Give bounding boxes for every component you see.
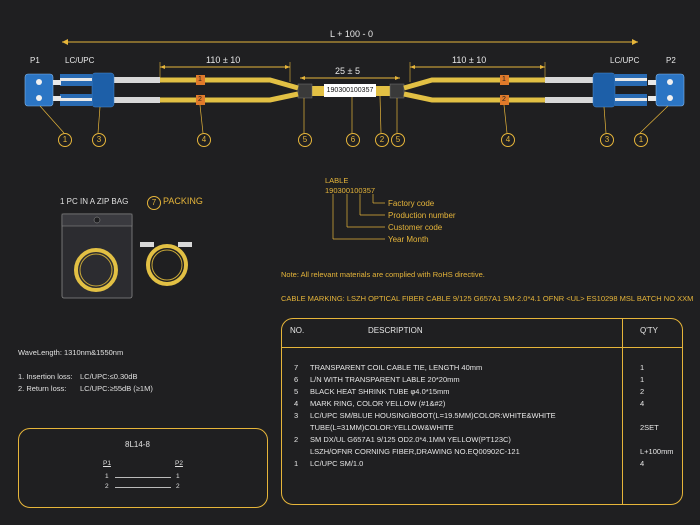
mark-ring-2-right: 2 [502, 96, 506, 103]
wiring-line-2 [115, 487, 171, 488]
bom-row-desc: BLACK HEAT SHRINK TUBE φ4.0*15mm [310, 387, 450, 396]
bom-row-desc: TRANSPARENT COIL CABLE TIE, LENGTH 40mm [310, 363, 483, 372]
insertion-loss-label: 1. Insertion loss: [18, 372, 73, 381]
wiring-line-1 [115, 477, 171, 478]
right-breakout-dimension: 110 ± 10 [452, 55, 487, 65]
bom-row-no: 5 [294, 387, 299, 396]
bom-row-no: 6 [294, 375, 299, 384]
callout-4-left: 4 [197, 133, 211, 147]
mark-ring-1: 1 [198, 76, 202, 83]
bom-row-desc: LC/UPC SM/BLUE HOUSING/BOOT(L=19.5MM)COL… [310, 411, 556, 420]
zip-bag-text: 1 PC IN A ZIP BAG [60, 197, 129, 206]
bom-row-qty: 2SET [640, 423, 659, 432]
wiring-title: 8L14-8 [125, 440, 150, 449]
label-legend-leaders [332, 194, 385, 240]
bom-row-desc: LSZH/OFNR CORNING FIBER,DRAWING NO.EQ009… [310, 447, 520, 456]
bom-row-desc: TUBE(L=31MM)COLOR:YELLOW&WHITE [310, 423, 454, 432]
legend-year-month: Year Month [388, 235, 429, 244]
bom-row-no: 2 [294, 435, 299, 444]
label-legend-title: LABLE [325, 176, 349, 185]
bom-row-qty: L+100mm [640, 447, 674, 456]
bom-row-no: 3 [294, 411, 299, 420]
wiring-row-2-left: 2 [105, 483, 109, 490]
callout-2: 2 [375, 133, 389, 147]
wiring-row-1-right: 1 [176, 473, 180, 480]
insertion-loss-value: LC/UPC:≤0.30dB [80, 372, 138, 381]
cable-marking: CABLE MARKING: LSZH OPTICAL FIBER CABLE … [281, 294, 694, 303]
p2-label: P2 [666, 56, 676, 65]
wiring-row-1-left: 1 [105, 473, 109, 480]
p1-label: P1 [30, 56, 40, 65]
wavelength-spec: WaveLength: 1310nm&1550nm [18, 348, 124, 357]
rohs-note: Note: All relevant materials are complie… [281, 270, 485, 279]
bom-row-no: 4 [294, 399, 299, 408]
p2-connector-label: LC/UPC [610, 56, 640, 65]
return-loss-label: 2. Return loss: [18, 384, 67, 393]
packing-illustration [61, 213, 192, 299]
bom-row-qty: 2 [640, 387, 645, 396]
bom-header-qty: Q'TY [640, 326, 658, 335]
callout-1-left: 1 [58, 133, 72, 147]
bom-row-desc: LC/UPC SM/1.0 [310, 459, 364, 468]
label-legend-code: 190300100357 [325, 186, 376, 195]
packing-title: PACKING [163, 196, 203, 206]
center-dimension: 25 ± 5 [335, 66, 360, 76]
callout-5-right: 5 [391, 133, 405, 147]
bom-row-desc: MARK RING, COLOR YELLOW (#1&#2) [310, 399, 446, 408]
bom-table: NO. DESCRIPTION Q'TY 7 TRANSPARENT COIL … [281, 318, 683, 505]
left-breakout-dimension: 110 ± 10 [206, 55, 241, 65]
callout-3-right: 3 [600, 133, 614, 147]
wiring-row-2-right: 2 [176, 483, 180, 490]
bom-header-no: NO. [290, 326, 305, 335]
mark-ring-2: 2 [198, 96, 202, 103]
cable-id-label: 190300100357 [324, 84, 376, 97]
bom-row-qty: 1 [640, 375, 645, 384]
bom-header-divider [282, 347, 682, 348]
legend-production-number: Production number [388, 211, 456, 220]
return-loss-value: LC/UPC:≥55dB (≥1M) [80, 384, 153, 393]
wiring-p1: P1 [103, 460, 111, 467]
legend-customer-code: Customer code [388, 223, 443, 232]
bom-row-qty: 4 [640, 399, 645, 408]
bom-row-desc: L/N WITH TRANSPARENT LABLE 20*20mm [310, 375, 460, 384]
legend-factory-code: Factory code [388, 199, 435, 208]
bom-row-desc: SM DX/UL G657A1 9/125 OD2.0*4.1MM YELLOW… [310, 435, 511, 444]
callout-4-right: 4 [501, 133, 515, 147]
callout-1-right: 1 [634, 133, 648, 147]
mark-ring-1-right: 1 [502, 76, 506, 83]
bom-row-no: 1 [294, 459, 299, 468]
callout-3-left: 3 [92, 133, 106, 147]
bom-row-qty: 4 [640, 459, 645, 468]
p1-connector-label: LC/UPC [65, 56, 95, 65]
wiring-p2: P2 [175, 460, 183, 467]
bom-row-qty: 1 [640, 363, 645, 372]
overall-length-dimension: L + 100 - 0 [330, 29, 373, 39]
bom-header-description: DESCRIPTION [368, 326, 423, 335]
bom-row-no: 7 [294, 363, 299, 372]
callout-7: 7 [147, 196, 161, 210]
bom-column-divider [622, 319, 623, 504]
wiring-box: 8L14-8 P1 P2 1 1 2 2 [18, 428, 268, 508]
callout-5-left: 5 [298, 133, 312, 147]
callout-6: 6 [346, 133, 360, 147]
